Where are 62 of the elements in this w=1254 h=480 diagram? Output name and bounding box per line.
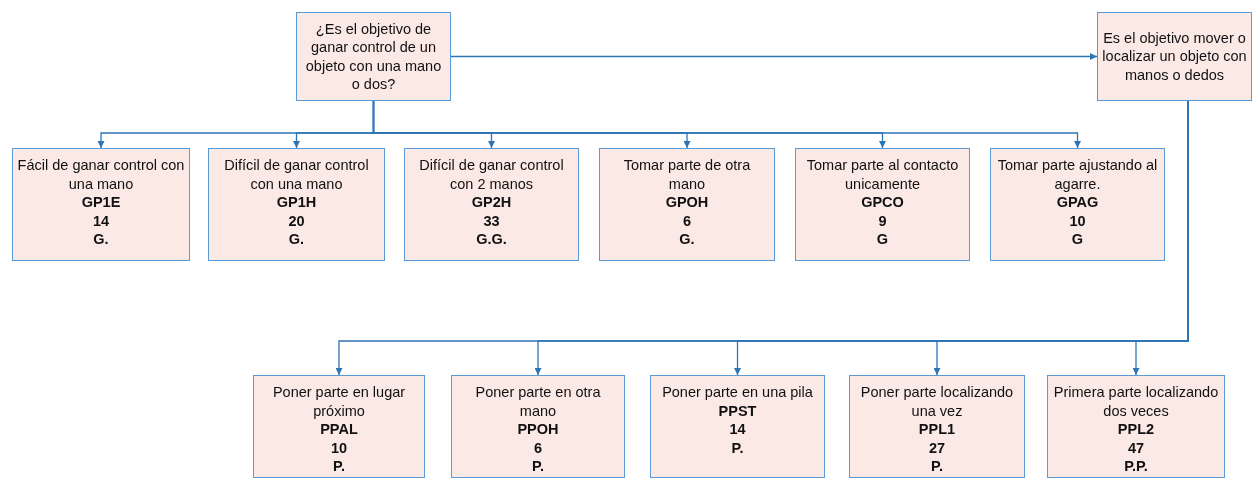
code-text: GPAG: [1056, 193, 1099, 212]
process-text: Tomar parte ajustando al agarre.: [996, 156, 1159, 193]
symbol-text: G.: [288, 230, 305, 249]
process-text: Fácil de ganar control con una mano: [17, 156, 185, 193]
value-text: 47: [1127, 438, 1145, 457]
symbol-text: G: [1071, 230, 1084, 249]
process-text: Difícil de ganar control con una mano: [223, 156, 370, 193]
value-text: 33: [483, 211, 500, 230]
symbol-text: P.: [731, 438, 744, 457]
process-box: [451, 375, 625, 478]
value-text: 14: [92, 211, 110, 230]
process-text: Poner parte en otra mano: [474, 383, 602, 420]
code-text: PPL2: [1117, 420, 1155, 439]
code-text: PPAL: [320, 420, 358, 439]
symbol-text: P.P.: [1124, 457, 1148, 476]
connector-arrow: [450, 53, 1098, 60]
process-text: Tomar parte de otra mano: [622, 156, 752, 193]
process-text: Poner parte en lugar próximo: [271, 383, 407, 420]
process-box: [990, 148, 1165, 261]
process-box: [253, 375, 425, 478]
question-text: Es el objetivo mover o localizar un objeto con manos o dedos: [1102, 28, 1247, 85]
symbol-text: G.G.: [476, 230, 507, 249]
connector-arrow: [1132, 100, 1189, 376]
symbol-text: G.: [679, 230, 695, 249]
question-box: [1097, 12, 1252, 101]
connector-arrow: [372, 100, 1081, 149]
symbol-text: P.: [532, 457, 544, 476]
value-text: 10: [1069, 211, 1086, 230]
value-text: 10: [330, 438, 348, 457]
process-text: Poner parte localizando una vez: [859, 383, 1015, 420]
process-text: Tomar parte al contacto unicamente: [805, 156, 960, 193]
code-text: GPOH: [665, 193, 709, 212]
code-text: GP2H: [471, 193, 512, 212]
code-text: PPOH: [517, 420, 559, 439]
symbol-text: G.: [93, 230, 109, 249]
code-text: GPCO: [861, 193, 904, 212]
process-box: [650, 375, 825, 478]
value-text: 27: [928, 438, 946, 457]
process-box: [1047, 375, 1225, 478]
process-box: [795, 148, 970, 261]
symbol-text: G: [876, 230, 889, 249]
process-box: [12, 148, 190, 261]
process-text: Difícil de ganar control con 2 manos: [418, 156, 565, 193]
value-text: 6: [682, 211, 692, 230]
symbol-text: P.: [931, 457, 943, 476]
question-text: ¿Es el objetivo de ganar control de un objeto con una mano o dos?: [304, 19, 443, 94]
process-box: [599, 148, 775, 261]
code-text: GP1E: [81, 193, 121, 212]
value-text: 20: [288, 211, 305, 230]
value-text: 6: [533, 438, 543, 457]
value-text: 14: [729, 420, 746, 439]
process-box: [849, 375, 1025, 478]
code-text: PPL1: [918, 420, 956, 439]
code-text: PPST: [718, 401, 757, 420]
symbol-text: P.: [333, 457, 345, 476]
value-text: 9: [878, 211, 887, 230]
process-text: Primera parte localizando dos veces: [1052, 383, 1220, 420]
process-box: [208, 148, 385, 261]
process-text: Poner parte en una pila: [662, 383, 813, 402]
code-text: GP1H: [276, 193, 317, 212]
process-box: [404, 148, 579, 261]
question-box: [296, 12, 451, 101]
